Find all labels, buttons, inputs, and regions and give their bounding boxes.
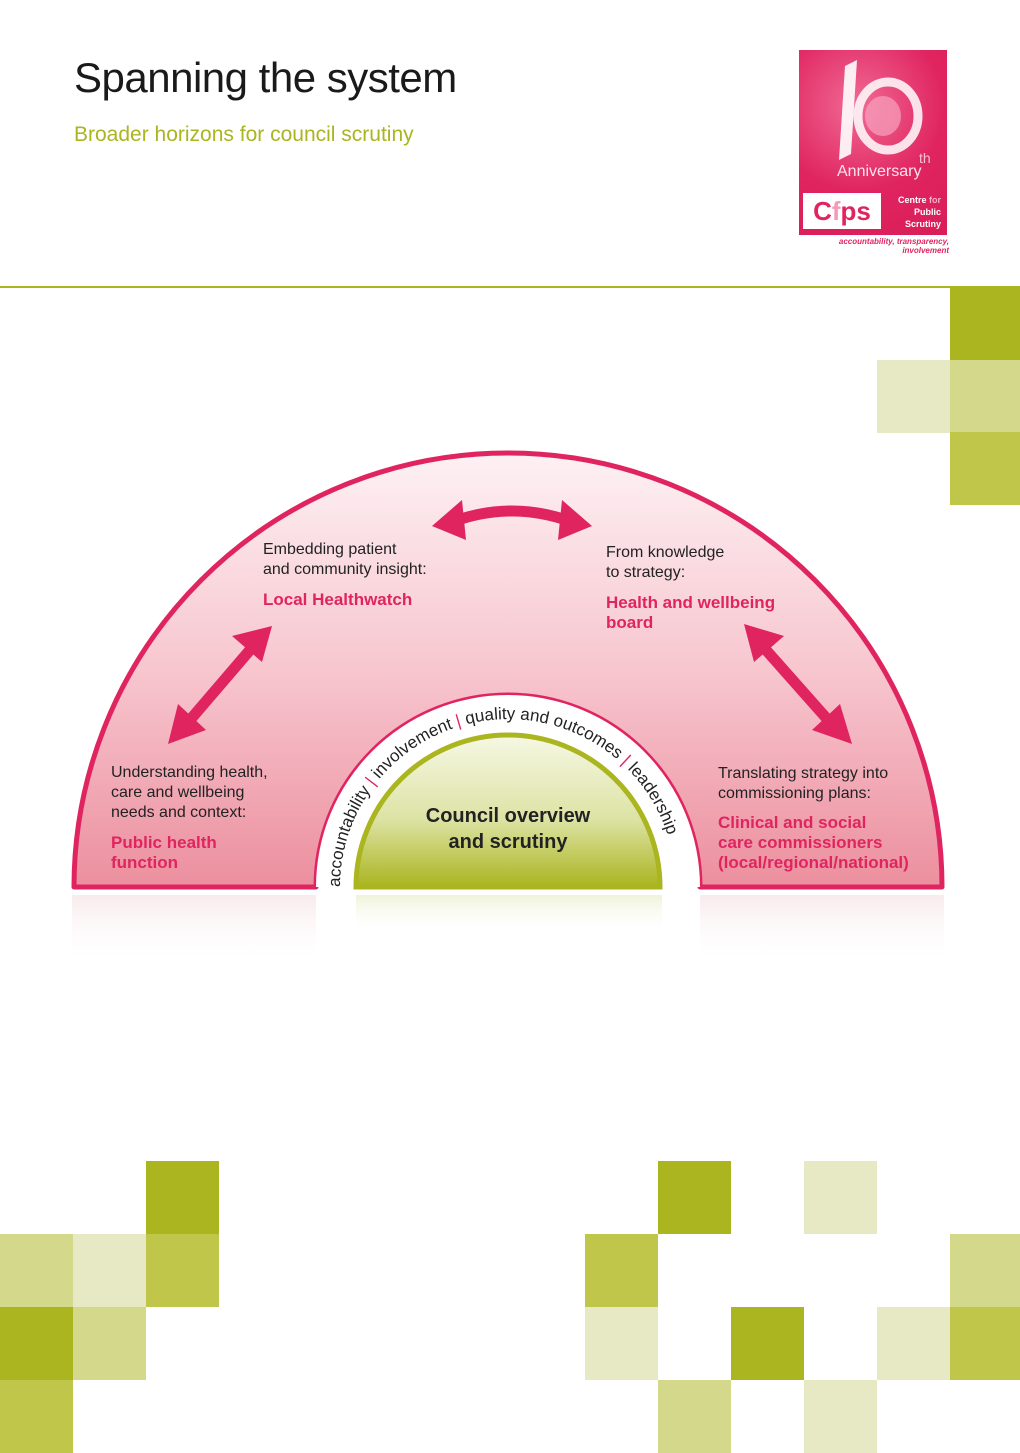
deco-square: [804, 1161, 877, 1234]
logo-th: th: [919, 150, 931, 166]
logo-line3: Scrutiny: [904, 219, 941, 229]
logo-line2: Public: [913, 207, 941, 217]
double-arrow-icon: [432, 500, 592, 540]
label-line: commissioning plans:: [718, 785, 871, 802]
cfps-logo: th Anniversary Cfps Centre for Public Sc…: [799, 50, 949, 255]
deco-square: [73, 1307, 146, 1380]
logo-centre: Centre: [897, 195, 927, 205]
center-line: Council overview: [425, 805, 591, 827]
deco-square: [950, 432, 1020, 505]
double-arrow-icon: [744, 624, 852, 744]
double-arrow-icon: [168, 626, 272, 744]
label-highlight: function: [111, 853, 179, 872]
center-label: Council overview and scrutiny: [398, 803, 618, 855]
deco-square: [146, 1234, 219, 1307]
label-line: Understanding health,: [111, 764, 268, 781]
page-title: Spanning the system: [74, 54, 457, 101]
deco-square: [804, 1380, 877, 1453]
label-line: Embedding patient: [263, 541, 397, 558]
logo-line1: Centre for: [883, 194, 941, 206]
label-line: needs and context:: [111, 804, 247, 821]
cfps-f: f: [831, 196, 841, 226]
deco-square: [0, 1307, 73, 1380]
deco-square: [950, 288, 1020, 361]
deco-square: [585, 1307, 658, 1380]
deco-square: [658, 1161, 731, 1234]
label-highlight: (local/regional/national): [718, 853, 909, 872]
deco-square: [146, 1161, 219, 1234]
header-divider: [0, 286, 1020, 288]
deco-square: [585, 1234, 658, 1307]
cfps-wordmark: Cfps: [803, 193, 881, 229]
label-highlight: Public health: [111, 833, 217, 852]
page-subtitle: Broader horizons for council scrutiny: [74, 123, 414, 146]
logo-panel: th Anniversary Cfps Centre for Public Sc…: [799, 50, 947, 235]
deco-square: [658, 1380, 731, 1453]
deco-square: [877, 1307, 950, 1380]
values-ring: [316, 695, 700, 887]
ten-anniversary-icon: [839, 60, 923, 160]
label-highlight: Health and wellbeing: [606, 593, 776, 612]
deco-square: [950, 360, 1020, 433]
deco-square: [0, 1380, 73, 1453]
deco-square: [950, 1234, 1020, 1307]
label-line: Translating strategy into: [718, 765, 889, 782]
logo-anniversary: Anniversary: [837, 163, 922, 180]
label-local-healthwatch: Embedding patient and community insight:…: [263, 540, 427, 610]
center-line: and scrutiny: [448, 831, 568, 853]
label-line: From knowledge: [606, 544, 725, 561]
deco-square: [950, 1307, 1020, 1380]
label-highlight: care commissioners: [718, 833, 883, 852]
cfps-c: C: [813, 196, 832, 226]
label-public-health: Understanding health, care and wellbeing…: [111, 763, 268, 873]
label-line: to strategy:: [606, 564, 686, 581]
label-line: and community insight:: [263, 561, 427, 578]
diagram-reflection: [700, 895, 944, 965]
label-line: care and wellbeing: [111, 784, 245, 801]
label-health-wellbeing-board: From knowledge to strategy: Health and w…: [606, 543, 775, 633]
diagram-reflection: [72, 895, 316, 965]
deco-square: [731, 1307, 804, 1380]
label-commissioners: Translating strategy into commissioning …: [718, 764, 909, 873]
cfps-ps: ps: [840, 196, 871, 226]
deco-square: [877, 360, 950, 433]
logo-for: for: [929, 195, 941, 205]
deco-square: [0, 1234, 73, 1307]
label-highlight: Clinical and social: [718, 813, 867, 832]
label-highlight: board: [606, 613, 654, 632]
label-highlight: Local Healthwatch: [263, 590, 413, 609]
logo-tagline: accountability, transparency, involvemen…: [838, 237, 949, 255]
deco-square: [73, 1234, 146, 1307]
diagram-reflection: [356, 895, 662, 935]
logo-org-name: Centre for Public Scrutiny: [883, 194, 941, 230]
center-dome: [353, 732, 663, 890]
